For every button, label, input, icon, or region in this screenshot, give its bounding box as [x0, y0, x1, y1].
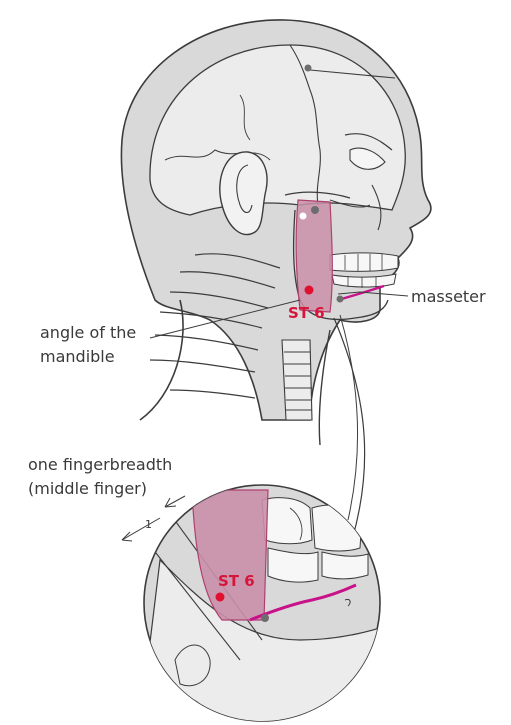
fingerbreadth-label-line2: (middle finger) [28, 479, 147, 498]
artery-marker [337, 296, 344, 303]
st6-point [305, 286, 314, 295]
st6-detail-point [216, 593, 225, 602]
masseter-label: masseter [411, 287, 486, 306]
measure-label: 1 [145, 518, 152, 531]
jaw-joint-marker-light [300, 213, 307, 220]
fingerbreadth-label-line1: one fingerbreadth [28, 455, 172, 474]
angle-label-line1: angle of the [40, 323, 136, 342]
trachea [282, 340, 312, 420]
st6-label: ST 6 [288, 304, 325, 322]
jaw-joint-marker [311, 206, 319, 214]
angle-label-line2: mandible [40, 347, 115, 366]
detail-magnifier [130, 485, 400, 725]
detail-connector-inner [340, 315, 358, 520]
st6-detail-label: ST 6 [218, 572, 255, 590]
